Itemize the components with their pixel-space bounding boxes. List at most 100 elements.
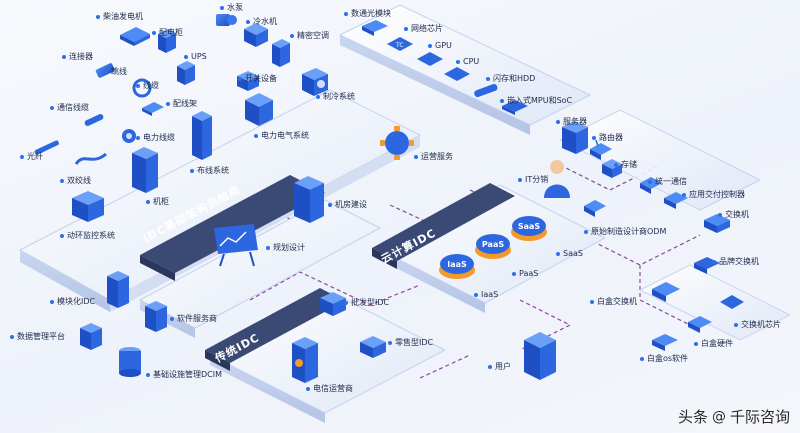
label-switchgear: 开关设备	[238, 74, 277, 84]
distribution-frame-icon	[140, 100, 166, 118]
label-dot	[10, 334, 14, 339]
retail-idc-icon	[358, 334, 388, 360]
software-vendor-icon	[143, 300, 169, 334]
label-dot	[486, 76, 490, 81]
power-system-icon	[243, 92, 275, 128]
iaas-cloud-icon: IaaS	[436, 248, 478, 282]
label-dot	[682, 192, 686, 197]
label-modular-idc: 模块化IDC	[50, 297, 95, 307]
label-flash-hdd: 闪存和HDD	[486, 74, 535, 84]
fiber-icon	[32, 140, 62, 156]
svg-text:PaaS: PaaS	[482, 240, 504, 249]
svg-text:IaaS: IaaS	[447, 260, 467, 269]
label-dot	[238, 76, 242, 81]
label-room-building: 机房建设	[328, 200, 367, 210]
whitebox-os-icon	[650, 332, 680, 354]
label-distribution-cabinet: 配电柜	[152, 28, 183, 38]
label-data-platform: 数据管理平台	[10, 332, 65, 342]
label-dot	[500, 98, 504, 103]
network-chip-icon: TC	[385, 35, 415, 57]
label-optical-module: 数通光模块	[344, 9, 391, 19]
label-dot	[388, 340, 392, 345]
flash-hdd-icon	[470, 82, 502, 100]
label-dot	[512, 271, 516, 276]
whitebox-hardware-icon	[686, 314, 714, 336]
label-cpu: CPU	[456, 57, 479, 67]
user-building-icon	[522, 330, 558, 382]
distribution-cabinet-icon	[156, 28, 178, 54]
ops-service-globe-icon	[378, 124, 416, 162]
server-icon	[560, 120, 590, 156]
label-dot	[648, 179, 652, 184]
label-cooling-system: 制冷系统	[316, 92, 355, 102]
label-planning: 规划设计	[266, 243, 305, 253]
label-dot	[136, 135, 140, 140]
label-ops-service: 运营服务	[414, 152, 453, 162]
pump-icon	[212, 8, 238, 30]
label-dot	[640, 356, 644, 361]
label-wiring-system: 布线系统	[190, 166, 229, 176]
label-paas: PaaS	[512, 269, 538, 279]
diesel-generator-icon	[118, 25, 152, 47]
odm-icon	[582, 198, 608, 220]
label-switch-chip: 交换机芯片	[734, 320, 781, 330]
label-dot	[584, 229, 588, 234]
wholesale-idc-icon	[318, 290, 348, 318]
label-dot	[146, 372, 150, 377]
label-dot	[266, 245, 270, 250]
label-dot	[316, 94, 320, 99]
at-icon: @	[711, 408, 726, 425]
label-unified-comm: 统一通信	[648, 177, 687, 187]
label-dot	[50, 105, 54, 110]
label-switch: 交换机	[718, 210, 749, 220]
label-gpu: GPU	[428, 41, 452, 51]
chiller-icon	[242, 22, 270, 48]
label-power-system: 电力电气系统	[254, 131, 309, 141]
label-brand-switch: 品牌交换机	[712, 257, 759, 267]
label-dot	[96, 14, 100, 19]
label-dot	[190, 168, 194, 173]
label-dot	[556, 119, 560, 124]
label-whitebox-hardware: 白盒硬件	[694, 339, 733, 349]
label-dot	[734, 322, 738, 327]
cpu-chip-icon	[442, 65, 472, 87]
switch-chip-icon	[718, 293, 746, 315]
label-dot	[254, 133, 258, 138]
label-embedded: 嵌入式MPU和SoC	[500, 96, 572, 106]
label-power-cable: 电力线缆	[136, 133, 175, 143]
label-dot	[136, 83, 140, 88]
jumper-icon	[130, 78, 154, 98]
label-jumper: 跳线	[104, 67, 127, 77]
gpu-chip-icon	[415, 50, 445, 72]
power-cable-icon	[116, 126, 142, 146]
label-dot	[60, 178, 64, 183]
label-dot	[556, 251, 560, 256]
label-dot	[50, 299, 54, 304]
label-storage: 存储	[614, 160, 637, 170]
label-iaas: IaaS	[474, 290, 498, 300]
label-diesel: 柴油发电机	[96, 12, 143, 22]
label-dot	[328, 202, 332, 207]
label-dot	[488, 364, 492, 369]
comm-cable-icon	[82, 112, 106, 128]
label-software-vendor: 软件服务商	[170, 314, 217, 324]
label-precision-ac: 精密空调	[290, 31, 329, 41]
ups-icon	[175, 60, 197, 86]
label-dot	[170, 316, 174, 321]
label-wholesale-idc: 批发型IDC	[344, 298, 389, 308]
label-dot	[474, 292, 478, 297]
label-dot	[614, 162, 618, 167]
label-router: 路由器	[592, 133, 623, 143]
label-chiller: 冷水机	[246, 17, 277, 27]
optical-module-icon	[360, 18, 390, 38]
label-odm: 原始制造设计商ODM	[584, 227, 666, 237]
label-dot	[344, 300, 348, 305]
telecom-operator-icon	[290, 335, 320, 385]
label-dot	[518, 177, 522, 182]
label-cabinet: 机柜	[146, 197, 169, 207]
watermark-handle: 千际咨询	[729, 408, 790, 426]
label-dot	[220, 5, 224, 10]
label-twisted-pair: 双绞线	[60, 176, 91, 186]
platform-traditional	[205, 288, 447, 423]
